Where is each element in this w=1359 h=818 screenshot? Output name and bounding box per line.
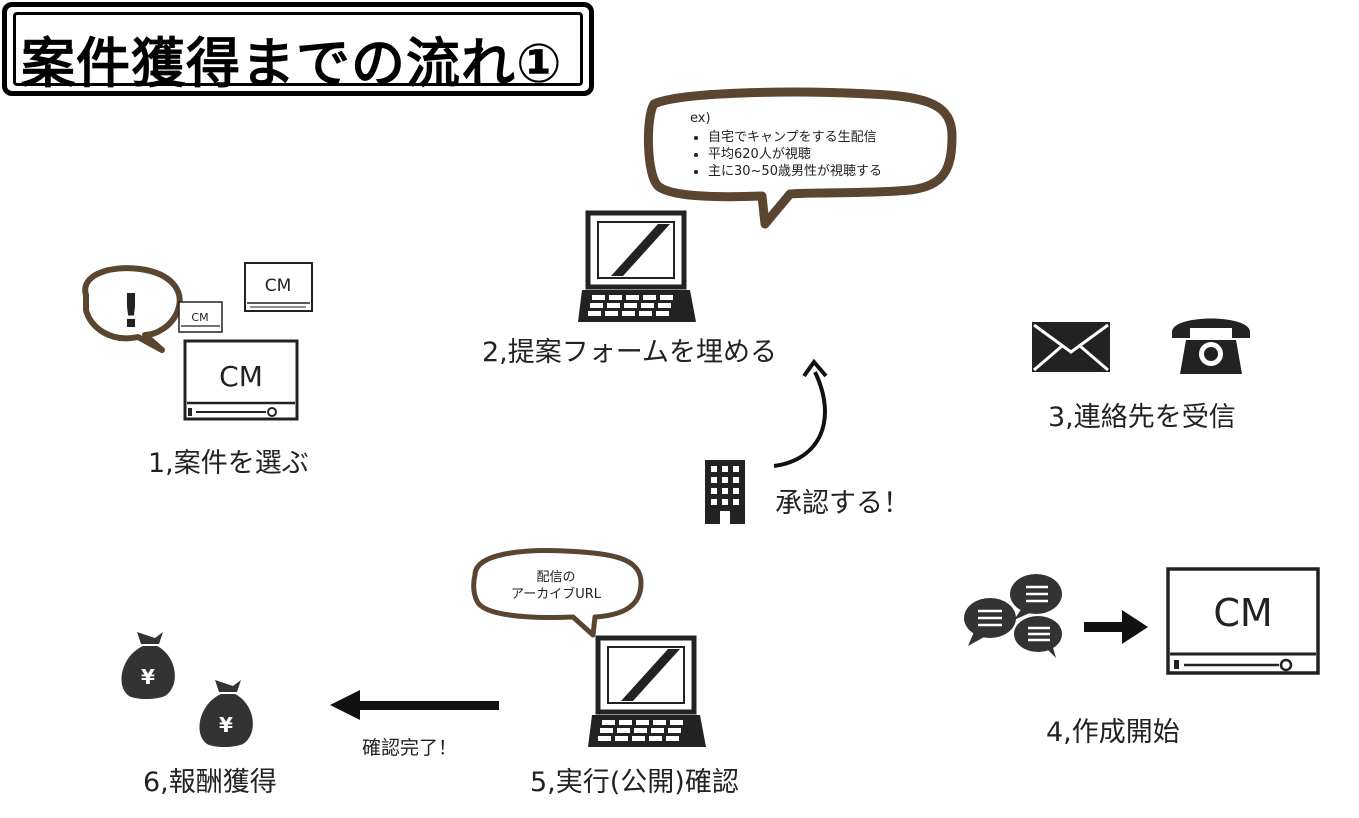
confirm-label: 確認完了！ [362, 737, 458, 759]
archive-line1: 配信の [536, 570, 576, 585]
small-tv-icon: CM [178, 301, 223, 333]
right-arrow-icon [1084, 610, 1148, 644]
svg-text:¥: ¥ [219, 713, 233, 737]
step6-label: 6,報酬獲得 [143, 767, 277, 798]
phone-icon [1172, 318, 1250, 374]
exclamation-mark: ! [121, 284, 142, 338]
archive-speech-bubble [471, 548, 644, 638]
svg-text:CM: CM [1213, 591, 1272, 635]
svg-text:CM: CM [191, 311, 208, 324]
archive-line2: アーカイブURL [510, 587, 601, 602]
svg-text:¥: ¥ [141, 665, 155, 689]
approve-label: 承認する！ [775, 488, 910, 519]
title-inner-frame [13, 12, 583, 86]
example-bubble-text: ex) 自宅でキャンプをする生配信 平均620人が視聴 主に30~50歳男性が視… [690, 110, 940, 180]
step4-label: 4,作成開始 [1046, 717, 1180, 748]
laptop-icon [578, 210, 696, 322]
cm-tv-icon: CM [1166, 567, 1320, 675]
example-item: 自宅でキャンプをする生配信 [708, 129, 940, 146]
example-speech-bubble [643, 87, 957, 229]
step3-label: 3,連絡先を受信 [1048, 402, 1236, 433]
example-item: 主に30~50歳男性が視聴する [708, 163, 940, 180]
step2-label: 2,提案フォームを埋める [482, 337, 777, 368]
page-title: 案件獲得までの流れ① [21, 32, 563, 95]
step5-label: 5,実行(公開)確認 [530, 767, 739, 798]
example-heading: ex) [690, 111, 711, 126]
title-frame: 案件獲得までの流れ① [2, 2, 594, 96]
large-tv-icon: CM [183, 339, 299, 421]
exclamation-bubble-icon: ! [82, 265, 183, 353]
chat-bubbles-icon [964, 574, 1062, 658]
left-arrow-icon [330, 690, 499, 720]
step1-icon-group: ! CM CM CM [82, 262, 313, 421]
svg-text:CM: CM [265, 276, 292, 296]
curved-arrow-icon [773, 358, 828, 468]
step1-label: 1,案件を選ぶ [148, 448, 309, 479]
medium-tv-icon: CM [244, 262, 313, 312]
money-bags-icon: ¥ ¥ [121, 632, 253, 747]
example-item: 平均620人が視聴 [708, 146, 940, 163]
money-bag-icon: ¥ [121, 632, 175, 699]
mail-icon [1032, 322, 1110, 372]
svg-text:CM: CM [219, 360, 263, 393]
money-bag-icon: ¥ [199, 680, 253, 747]
laptop-icon [588, 635, 706, 747]
archive-bubble-text: 配信の アーカイブURL [496, 569, 616, 603]
building-icon [705, 460, 745, 524]
